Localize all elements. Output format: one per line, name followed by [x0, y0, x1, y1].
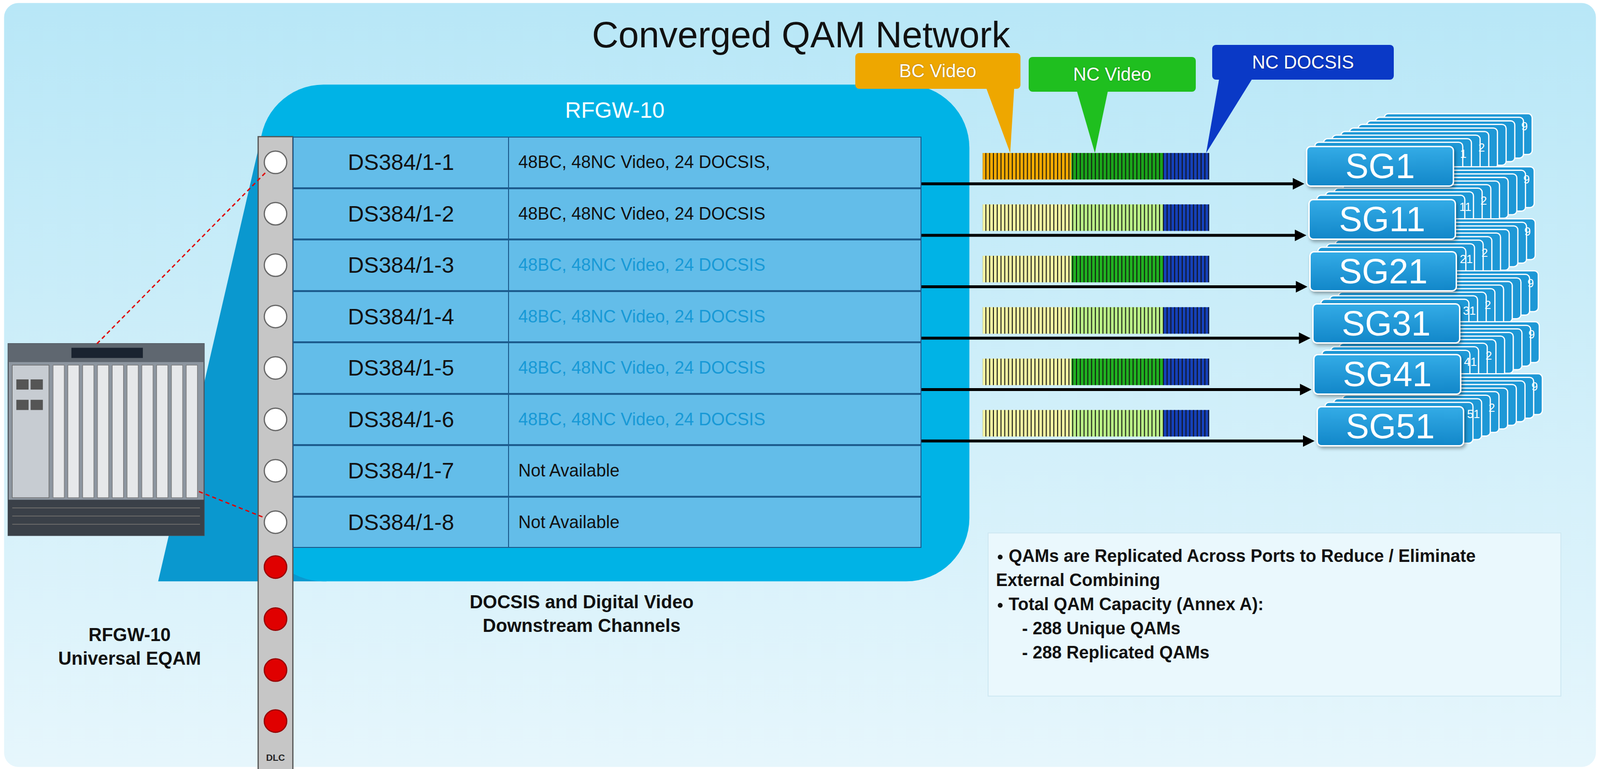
callout-text: BC Video [899, 61, 977, 81]
card-number: 9 [1523, 171, 1530, 187]
channel-allocation: 48BC, 48NC Video, 24 DOCSIS [509, 395, 921, 445]
note-line: - 288 Replicated QAMs [995, 640, 1541, 666]
panel-heading: RFGW-10 [260, 97, 970, 124]
service-group-name: SG51 [1345, 409, 1435, 444]
card-number: 2 [1484, 297, 1491, 313]
signal-arrow [921, 439, 1308, 443]
signal-arrow [921, 388, 1305, 392]
rfgw-panel: DS384/1-148BC, 48NC Video, 24 DOCSIS,DS3… [260, 84, 970, 582]
port-name: DS384/1-2 [293, 189, 510, 239]
channel-allocation: Not Available [509, 446, 921, 496]
port-row: DS384/1-448BC, 48NC Video, 24 DOCSIS [292, 291, 922, 343]
card-label: DLC [266, 752, 285, 765]
note-text: Total QAM Capacity (Annex A): [1008, 594, 1264, 615]
channel-allocation: 48BC, 48NC Video, 24 DOCSIS [509, 343, 921, 393]
signal-arrow [921, 182, 1298, 186]
port-row: DS384/1-648BC, 48NC Video, 24 DOCSIS [292, 394, 922, 446]
signal-arrow [921, 285, 1301, 289]
channel-allocation: Not Available [509, 497, 921, 548]
port-name: DS384/1-4 [293, 292, 510, 342]
card-number: 9 [1531, 379, 1538, 395]
card-number: 2 [1488, 400, 1495, 416]
card-number: 2 [1480, 193, 1487, 209]
title: Converged QAM Network [592, 14, 1011, 56]
card-number: 2 [1485, 348, 1492, 364]
channel-allocation: 48BC, 48NC Video, 24 DOCSIS [509, 189, 921, 239]
signal-arrow [921, 337, 1304, 340]
service-group-name: SG1 [1345, 148, 1416, 184]
card-number: 1 [1459, 146, 1467, 162]
note-text: - 288 Replicated QAMs [1021, 642, 1210, 663]
signal-arrow [921, 234, 1300, 238]
card-number: 9 [1527, 276, 1534, 292]
card-number: 41 [1463, 354, 1477, 370]
channel-allocation: 48BC, 48NC Video, 24 DOCSIS [509, 240, 921, 290]
notes-box: QAMs are Replicated Across Ports to Redu… [987, 532, 1561, 697]
service-group-name: SG11 [1338, 201, 1426, 237]
card-number: 9 [1528, 326, 1535, 342]
nc-video-callout: NC Video [1028, 56, 1197, 92]
card-number: 9 [1524, 224, 1531, 240]
port-row: DS384/1-148BC, 48NC Video, 24 DOCSIS, [292, 136, 922, 188]
device-caption: RFGW-10 Universal EQAM [51, 623, 209, 671]
service-group-name: SG31 [1341, 306, 1431, 341]
note-text: QAMs are Replicated Across Ports to Redu… [995, 546, 1476, 591]
service-group-name: SG41 [1342, 356, 1432, 392]
channel-allocation: 48BC, 48NC Video, 24 DOCSIS, [509, 137, 921, 187]
note-line: Total QAM Capacity (Annex A): [995, 592, 1541, 617]
service-group-box: SG21 [1309, 251, 1458, 293]
note-line: QAMs are Replicated Across Ports to Redu… [995, 544, 1541, 593]
card-number: 31 [1462, 303, 1476, 319]
service-group-box: SG51 [1316, 406, 1465, 448]
service-group-name: SG21 [1338, 254, 1428, 289]
port-name: DS384/1-1 [293, 137, 510, 187]
note-line: - 288 Unique QAMs [995, 616, 1541, 641]
port-name: DS384/1-7 [293, 446, 510, 496]
port-row: DS384/1-7Not Available [292, 445, 922, 497]
port-name: DS384/1-5 [293, 343, 510, 393]
card-number: 21 [1459, 251, 1473, 267]
service-group-box: SG1 [1305, 145, 1454, 187]
nc-docsis-callout: NC DOCSIS [1212, 44, 1394, 80]
bc-video-callout: BC Video [855, 53, 1021, 89]
service-group-box: SG31 [1312, 303, 1460, 345]
port-name: DS384/1-3 [293, 240, 510, 290]
section-caption: DOCSIS and Digital Video Downstream Chan… [455, 590, 708, 639]
port-row: DS384/1-348BC, 48NC Video, 24 DOCSIS [292, 239, 922, 291]
port-row: DS384/1-548BC, 48NC Video, 24 DOCSIS [292, 342, 922, 394]
port-row: DS384/1-248BC, 48NC Video, 24 DOCSIS [292, 188, 922, 240]
card-number: 2 [1478, 140, 1485, 156]
port-name: DS384/1-8 [293, 497, 510, 548]
card-number: 2 [1481, 245, 1488, 261]
callout-text: NC Video [1073, 65, 1152, 84]
bullet-dot [997, 554, 1003, 560]
port-row: DS384/1-8Not Available [292, 496, 922, 549]
card-number: 51 [1467, 406, 1481, 422]
service-group-box: SG11 [1308, 198, 1457, 241]
card-number: 11 [1459, 199, 1472, 215]
service-group-box: SG41 [1313, 353, 1461, 396]
card-number: 9 [1521, 118, 1528, 134]
bullet-dot [997, 603, 1003, 609]
channel-allocation: 48BC, 48NC Video, 24 DOCSIS [509, 292, 921, 342]
callout-text: NC DOCSIS [1252, 53, 1355, 72]
port-name: DS384/1-6 [293, 395, 510, 445]
note-text: - 288 Unique QAMs [1021, 618, 1181, 639]
